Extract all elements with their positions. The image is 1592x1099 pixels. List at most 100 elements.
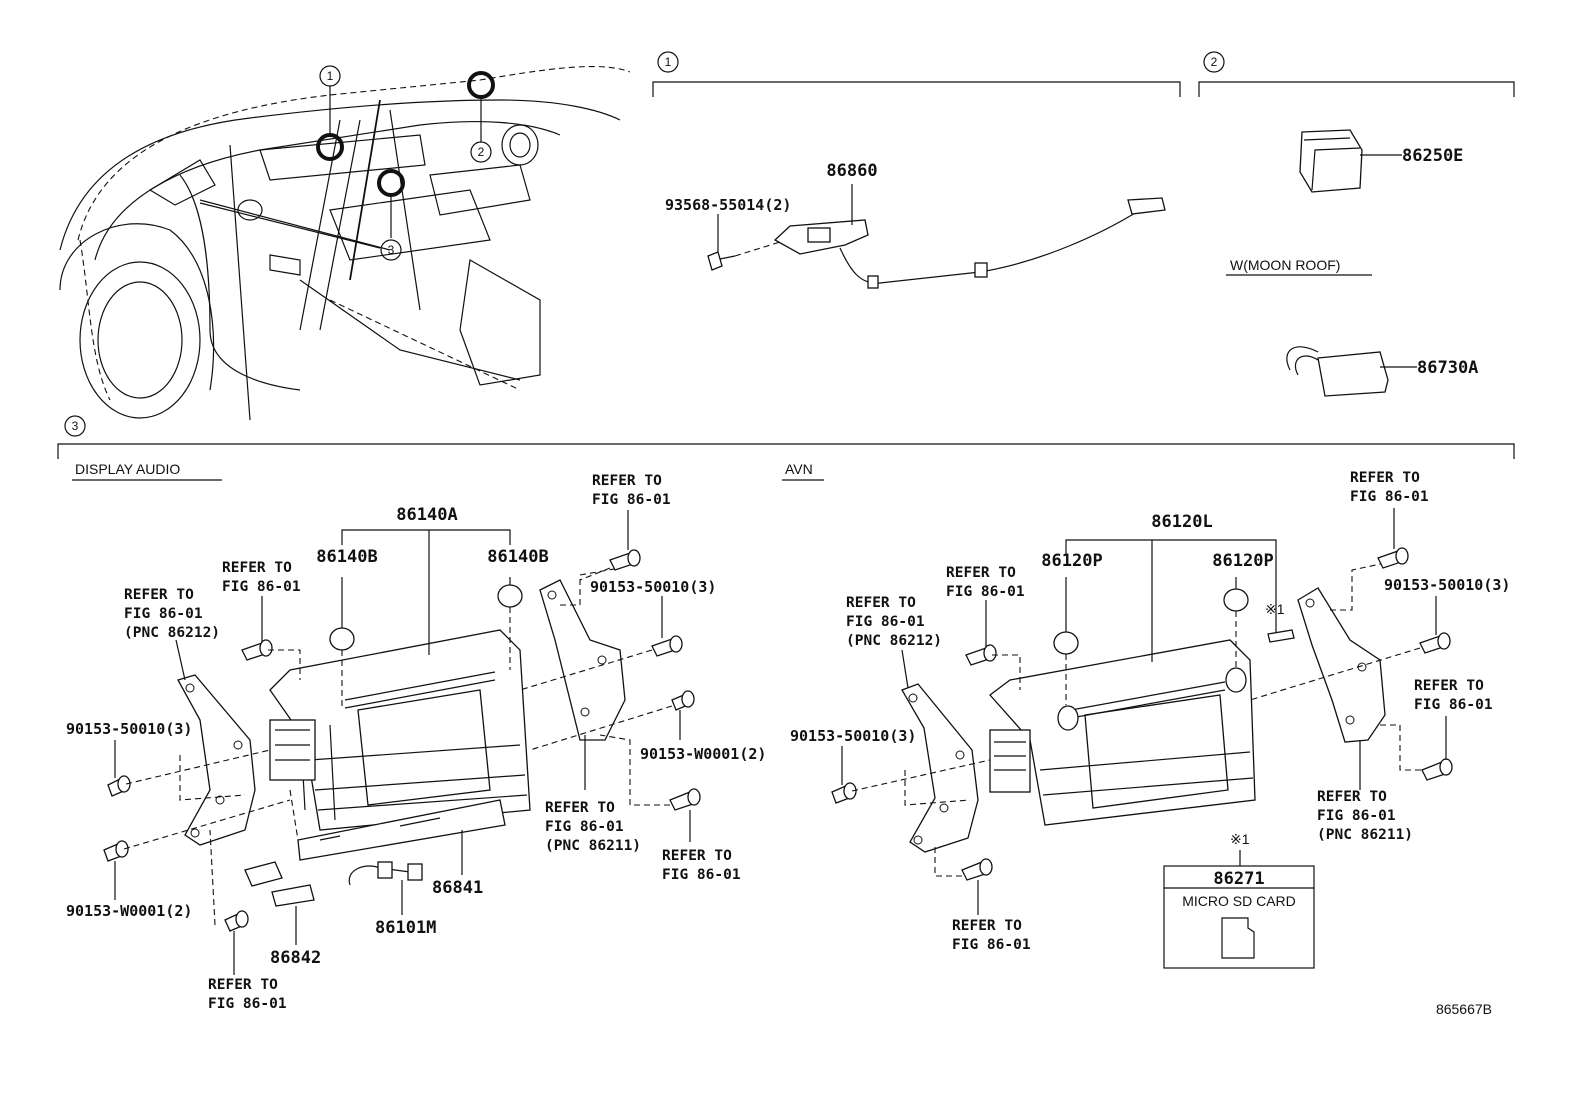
location-marker-2 [467, 71, 495, 99]
overview-callout-2: 2 [470, 141, 492, 163]
svg-text:FIG 86-01: FIG 86-01 [124, 606, 203, 622]
avn-bolt-left-90153-50010 [831, 746, 991, 804]
part-number-86842: 86842 [270, 948, 321, 968]
display-audio-bolt-right-bottom [599, 734, 701, 842]
sd-card-icon [1221, 917, 1255, 959]
part-number-86120P-right: 86120P [1212, 551, 1273, 571]
display-audio-knob-left [329, 577, 355, 710]
figure-id: 865667B [1436, 1001, 1492, 1017]
avn-head-unit [989, 639, 1256, 826]
section-3-header: 3 [57, 415, 1515, 459]
svg-text:FIG 86-01: FIG 86-01 [1414, 697, 1493, 713]
display-audio-screw-right-90153-W0001 [529, 690, 695, 751]
module-86730A [1286, 346, 1417, 397]
svg-text:2: 2 [478, 145, 485, 159]
part-number-86250E: 86250E [1402, 146, 1463, 166]
location-marker-3 [377, 169, 405, 197]
display-audio-head-unit [269, 629, 531, 831]
sd-card-label: MICRO SD CARD [1182, 893, 1296, 909]
avn-asterisk-mark: ※1 [1265, 601, 1285, 617]
svg-text:FIG 86-01: FIG 86-01 [222, 579, 301, 595]
note-da-top-left: REFER TO FIG 86-01 [222, 560, 301, 595]
moon-roof-condition: W(MOON ROOF) [1230, 257, 1340, 273]
overview-callout-3: 3 [380, 239, 402, 261]
svg-text:FIG 86-01: FIG 86-01 [1317, 808, 1396, 824]
avn-left-bracket [901, 649, 979, 853]
dashboard-overview-illustration [59, 65, 631, 421]
display-audio-connector-86842 [244, 861, 315, 945]
part-number-90153-50010-da-right: 90153-50010(3) [590, 578, 716, 596]
part-number-90153-50010-da-left: 90153-50010(3) [66, 720, 192, 738]
avn-heading: AVN [785, 461, 813, 477]
note-avn-left-bracket: REFER TO FIG 86-01 (PNC 86212) [846, 595, 942, 649]
section-1-header: 1 [652, 51, 1181, 97]
svg-text:REFER TO: REFER TO [662, 848, 732, 864]
screw-93568 [707, 214, 781, 271]
part-number-86140B-left: 86140B [316, 547, 377, 567]
svg-text:1: 1 [327, 69, 334, 83]
note-avn-right-side: REFER TO FIG 86-01 [1414, 678, 1493, 713]
svg-text:FIG 86-01: FIG 86-01 [1350, 489, 1429, 505]
svg-text:3: 3 [388, 243, 395, 257]
svg-text:REFER TO: REFER TO [952, 918, 1022, 934]
svg-text:REFER TO: REFER TO [222, 560, 292, 576]
note-avn-top-left: REFER TO FIG 86-01 [946, 565, 1025, 600]
display-audio-bolt-bottom [209, 829, 249, 975]
micro-sd-card-box: ※1 86271 MICRO SD CARD [1163, 831, 1315, 969]
svg-text:(PNC 86212): (PNC 86212) [846, 633, 942, 649]
part-number-86841: 86841 [432, 878, 483, 898]
display-audio-right-bracket [539, 567, 626, 790]
svg-text:REFER TO: REFER TO [545, 800, 615, 816]
display-audio-heading: DISPLAY AUDIO [75, 461, 180, 477]
svg-text:1: 1 [665, 55, 672, 69]
note-da-left-bracket: REFER TO FIG 86-01 (PNC 86212) [124, 587, 220, 641]
avn-bolt-right-90153-50010 [1249, 596, 1451, 701]
part-number-86271: 86271 [1213, 869, 1264, 889]
part-number-93568: 93568-55014(2) [665, 196, 791, 214]
antenna-cable-86860 [773, 184, 1166, 289]
avn-knob-right [1223, 577, 1249, 668]
part-number-86101M: 86101M [375, 918, 436, 938]
svg-text:REFER TO: REFER TO [124, 587, 194, 603]
part-number-90153-50010-avn-right: 90153-50010(3) [1384, 576, 1510, 594]
display-audio-module-86841 [289, 789, 506, 875]
avn-sd-slot-card [1267, 629, 1295, 643]
svg-text:FIG 86-01: FIG 86-01 [208, 996, 287, 1012]
part-number-86730A: 86730A [1417, 358, 1478, 378]
svg-text:REFER TO: REFER TO [592, 473, 662, 489]
svg-text:REFER TO: REFER TO [846, 595, 916, 611]
avn-right-bracket [1297, 561, 1430, 790]
svg-text:(PNC 86211): (PNC 86211) [1317, 827, 1413, 843]
part-number-86860: 86860 [826, 161, 877, 181]
display-audio-bolt-left-90153-50010 [107, 740, 271, 797]
note-avn-bottom: REFER TO FIG 86-01 [952, 918, 1031, 953]
section-2-header: 2 [1198, 51, 1515, 97]
avn-bolt-top-right [1377, 508, 1409, 569]
avn-knob-left [1053, 577, 1079, 705]
svg-text:3: 3 [72, 419, 79, 433]
svg-text:(PNC 86211): (PNC 86211) [545, 838, 641, 854]
part-number-90153-W0001-da-left: 90153-W0001(2) [66, 902, 192, 920]
avn-bolt-right-side [1421, 716, 1453, 781]
note-da-right-bracket: REFER TO FIG 86-01 (PNC 86211) [545, 800, 641, 854]
svg-text:REFER TO: REFER TO [208, 977, 278, 993]
svg-text:REFER TO: REFER TO [1414, 678, 1484, 694]
part-number-86140B-right: 86140B [487, 547, 548, 567]
display-audio-harness-86101M [348, 861, 423, 915]
svg-text:FIG 86-01: FIG 86-01 [545, 819, 624, 835]
display-audio-left-bracket [175, 639, 256, 846]
svg-text:REFER TO: REFER TO [946, 565, 1016, 581]
svg-text:2: 2 [1211, 55, 1218, 69]
avn-bolt-bottom [934, 845, 993, 915]
part-number-86120P-left: 86120P [1041, 551, 1102, 571]
display-audio-bolt-right-90153-50010 [519, 596, 683, 691]
display-audio-bolt-top-right [579, 510, 641, 581]
svg-text:FIG 86-01: FIG 86-01 [946, 584, 1025, 600]
note-avn-right-bracket: REFER TO FIG 86-01 (PNC 86211) [1317, 789, 1413, 843]
part-number-86120L: 86120L [1151, 512, 1212, 532]
note-da-right-bottom: REFER TO FIG 86-01 [662, 848, 741, 883]
sd-card-mark: ※1 [1230, 831, 1250, 847]
svg-text:FIG 86-01: FIG 86-01 [846, 614, 925, 630]
svg-text:FIG 86-01: FIG 86-01 [592, 492, 671, 508]
